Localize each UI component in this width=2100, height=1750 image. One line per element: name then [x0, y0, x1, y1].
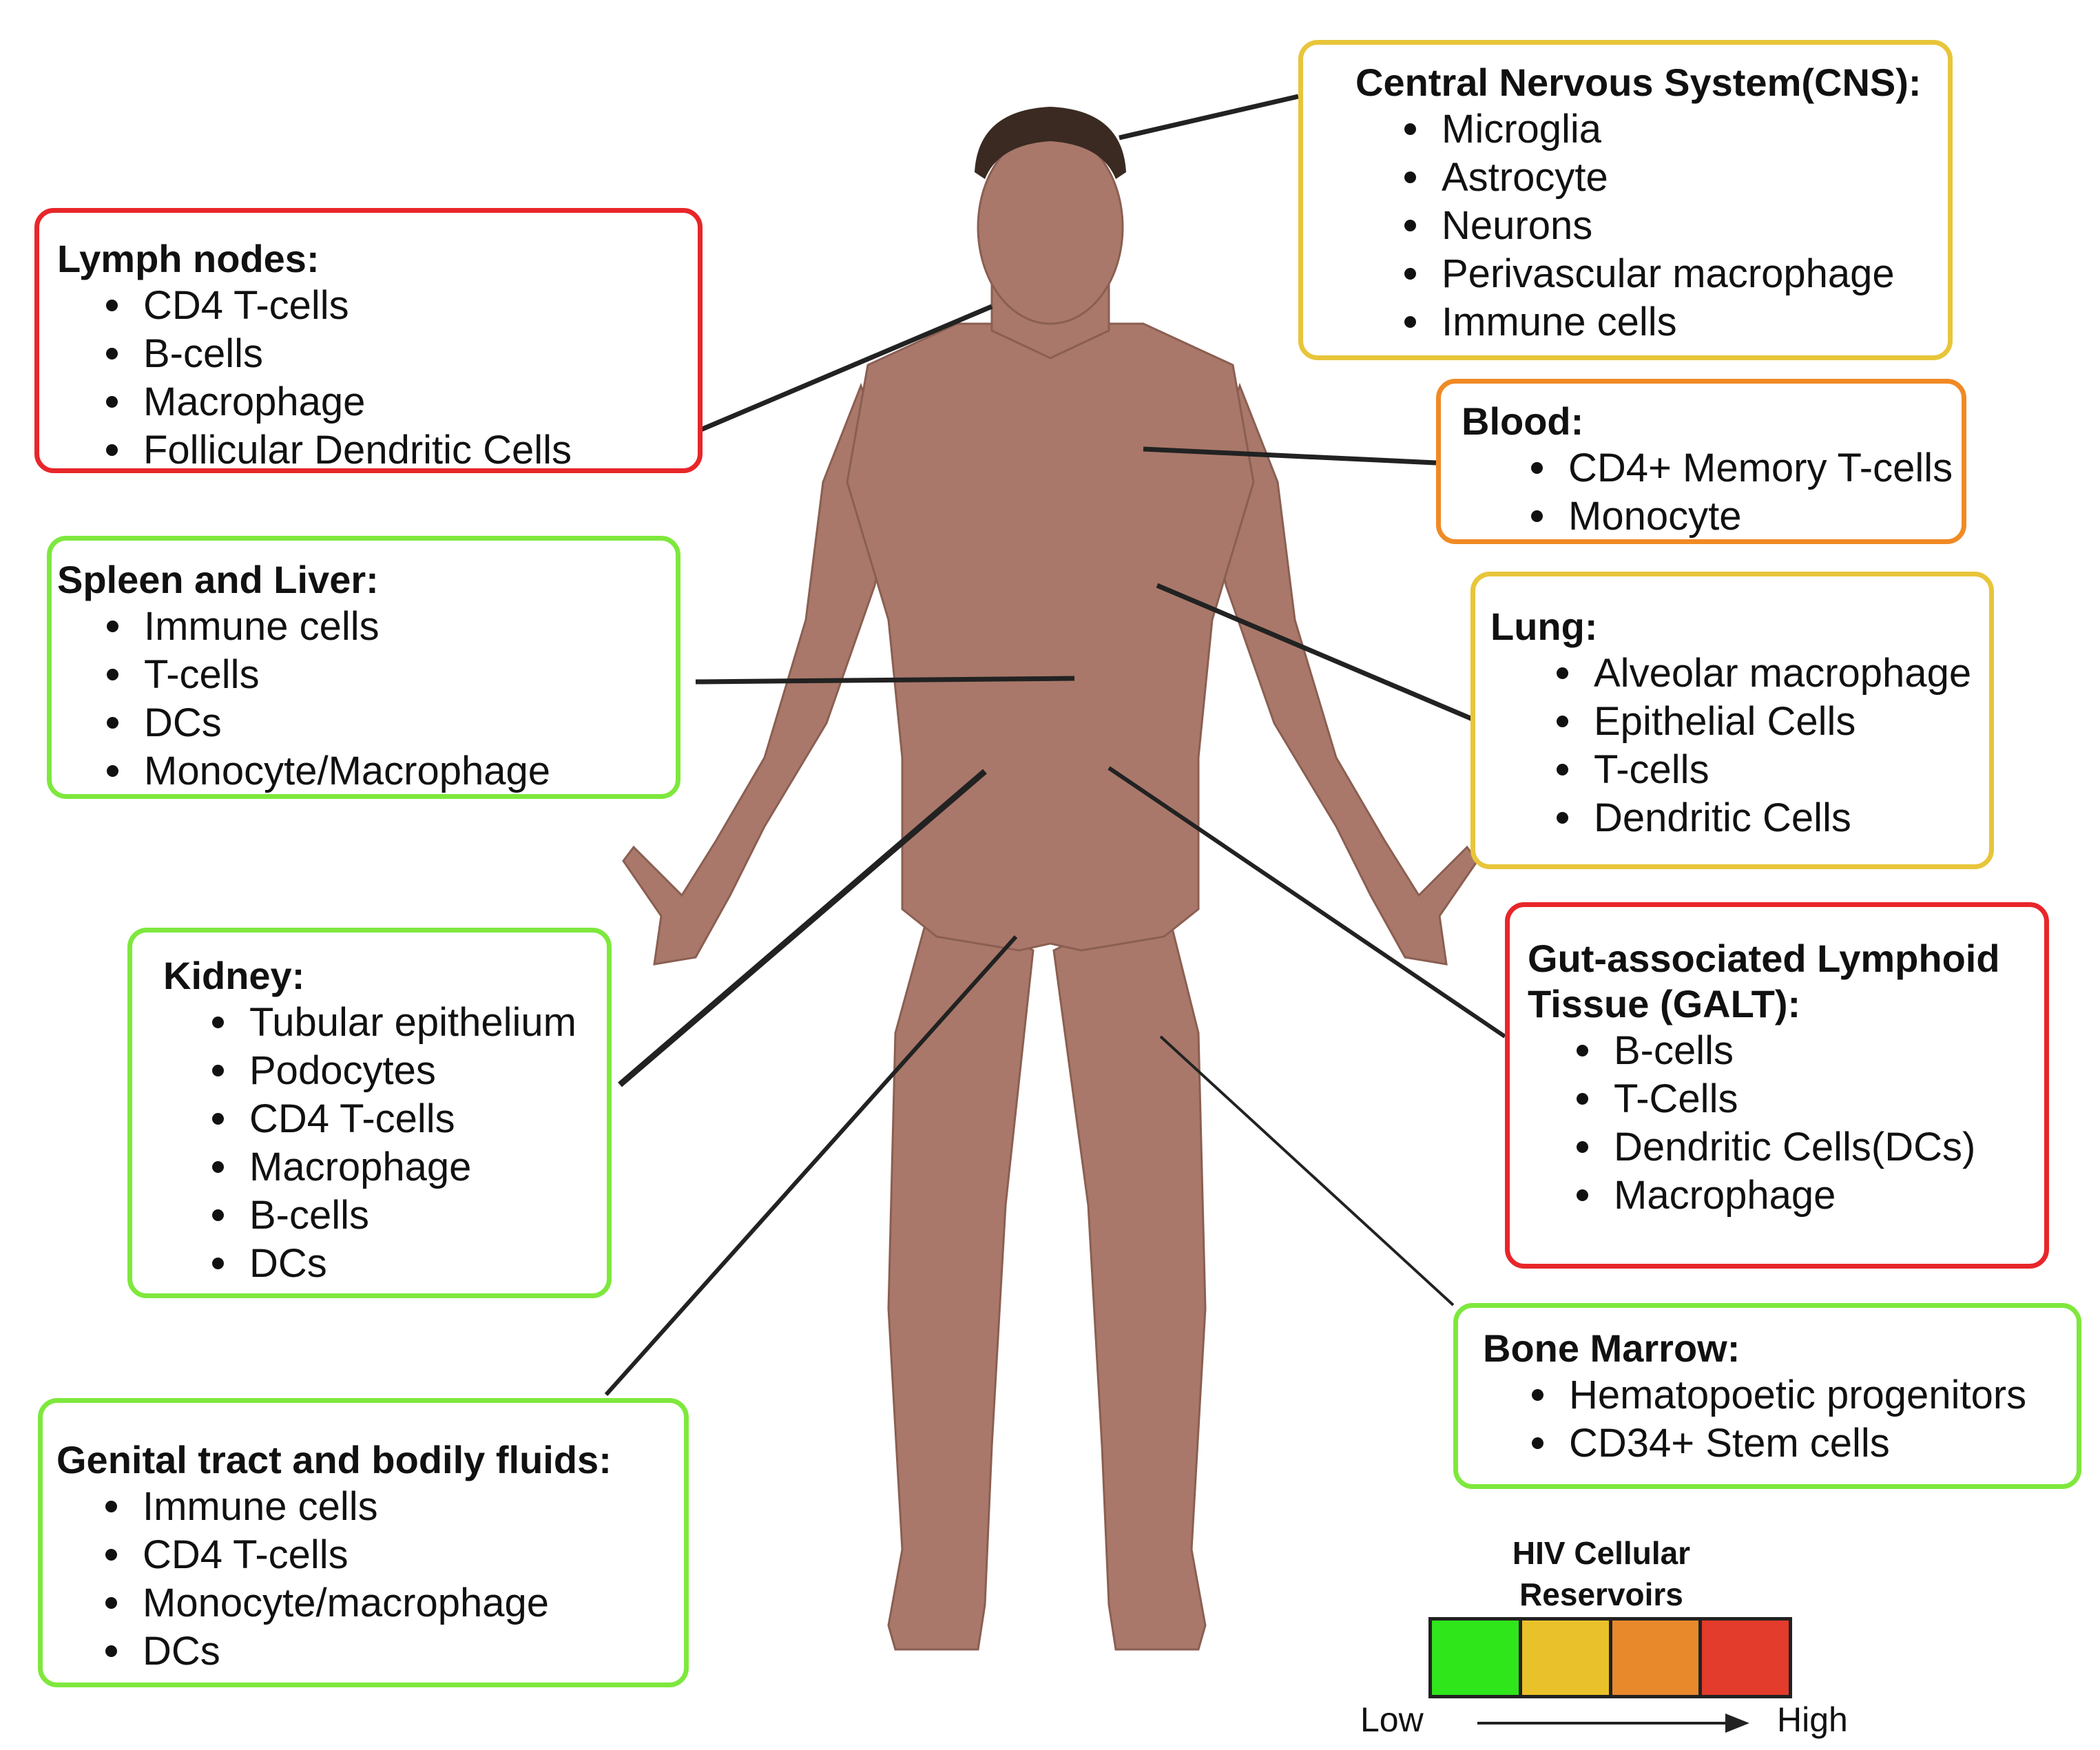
box-spleen-liver: Spleen and Liver: Immune cells T-cells D…: [47, 536, 680, 799]
box-blood: Blood: CD4+ Memory T-cells Monocyte: [1436, 379, 1966, 544]
legend-swatch-medium-low: [1521, 1621, 1612, 1695]
box-lung: Lung: Alveolar macrophage Epithelial Cel…: [1470, 572, 1994, 869]
box-title: Genital tract and bodily fluids:: [56, 1438, 612, 1481]
box-title: Central Nervous System(CNS):: [1355, 61, 1922, 104]
list-item: CD4 T-cells: [212, 1095, 589, 1143]
box-lymph-nodes: Lymph nodes: CD4 T-cells B-cells Macroph…: [34, 208, 703, 473]
list-item: Hematopoetic progenitors: [1532, 1371, 2059, 1419]
list-item: CD34+ Stem cells: [1532, 1419, 2059, 1468]
list-item: DCs: [212, 1240, 589, 1288]
legend-swatch-high: [1702, 1621, 1789, 1695]
connector-lymph: [698, 304, 993, 433]
legend-title-line2: Reservoirs: [1519, 1576, 1683, 1612]
list-item: Immune cells: [105, 1483, 666, 1531]
list-item: DCs: [107, 699, 658, 747]
list-item: CD4 T-cells: [105, 1531, 666, 1579]
legend-title: HIV Cellular Reservoirs: [1474, 1532, 1729, 1615]
list-item: B-cells: [106, 330, 680, 378]
human-body: [622, 129, 1479, 1651]
list-item: Macrophage: [212, 1143, 589, 1191]
connector-spleen: [695, 676, 1075, 685]
box-galt: Gut-associated Lymphoid Tissue (GALT): B…: [1505, 902, 2049, 1269]
list-item: B-cells: [212, 1191, 589, 1240]
box-title: Kidney:: [163, 954, 305, 997]
connector-kidney: [618, 769, 987, 1087]
box-title-line1: Gut-associated Lymphoid: [1528, 937, 2000, 980]
list-item: Perivascular macrophage: [1404, 250, 1930, 298]
box-bone-marrow: Bone Marrow: Hematopoetic progenitors CD…: [1453, 1303, 2081, 1489]
list-item: Neurons: [1404, 202, 1930, 250]
connector-bone: [1159, 1035, 1455, 1306]
connector-galt: [1108, 766, 1506, 1039]
legend-high-label: High: [1777, 1700, 1848, 1739]
legend-low-label: Low: [1360, 1700, 1424, 1739]
legend-swatch-medium-high: [1612, 1621, 1703, 1695]
list-item: Epithelial Cells: [1557, 698, 1971, 746]
list-item: Macrophage: [106, 378, 680, 426]
box-title: Blood:: [1462, 399, 1584, 443]
list-item: T-Cells: [1577, 1075, 2026, 1123]
box-cns: Central Nervous System(CNS): Microglia A…: [1298, 40, 1953, 360]
list-item: CD4+ Memory T-cells: [1531, 444, 1953, 492]
list-item: CD4 T-cells: [106, 282, 680, 330]
box-kidney: Kidney: Tubular epithelium Podocytes CD4…: [127, 928, 612, 1298]
connector-lung: [1156, 583, 1475, 722]
list-item: Dendritic Cells: [1557, 794, 1971, 842]
box-title: Bone Marrow:: [1483, 1326, 1740, 1370]
list-item: Podocytes: [212, 1047, 589, 1095]
list-item: Immune cells: [1404, 298, 1930, 346]
list-item: Monocyte/macrophage: [105, 1579, 666, 1627]
box-title: Lung:: [1490, 605, 1598, 648]
list-item: Monocyte: [1531, 492, 1944, 541]
list-item: Tubular epithelium: [212, 999, 589, 1047]
connector-genital: [604, 935, 1018, 1397]
list-item: Alveolar macrophage: [1557, 649, 1971, 698]
list-item: Dendritic Cells(DCs): [1577, 1123, 2026, 1171]
list-item: T-cells: [1557, 746, 1971, 794]
connector-cns: [1119, 94, 1299, 140]
list-item: Immune cells: [107, 603, 658, 651]
hair: [975, 107, 1126, 179]
box-genital-tract: Genital tract and bodily fluids: Immune …: [38, 1398, 689, 1687]
legend-title-line1: HIV Cellular: [1512, 1535, 1691, 1571]
list-item: T-cells: [107, 651, 658, 699]
legend-swatch-low: [1432, 1621, 1522, 1695]
box-title: Lymph nodes:: [57, 237, 320, 280]
box-title: Spleen and Liver:: [57, 558, 379, 601]
list-item: Astrocyte: [1404, 154, 1930, 202]
legend-arrow-head-icon: [1725, 1713, 1749, 1733]
legend-color-scale: [1428, 1617, 1792, 1698]
list-item: Macrophage: [1577, 1171, 2026, 1220]
list-item: DCs: [105, 1627, 666, 1676]
list-item: Microglia: [1404, 105, 1930, 154]
list-item: Follicular Dendritic Cells: [106, 426, 680, 475]
list-item: Monocyte/Macrophage: [107, 747, 658, 795]
box-title-line2: Tissue (GALT):: [1528, 982, 1801, 1025]
list-item: B-cells: [1577, 1027, 2026, 1075]
connector-blood: [1143, 446, 1437, 466]
